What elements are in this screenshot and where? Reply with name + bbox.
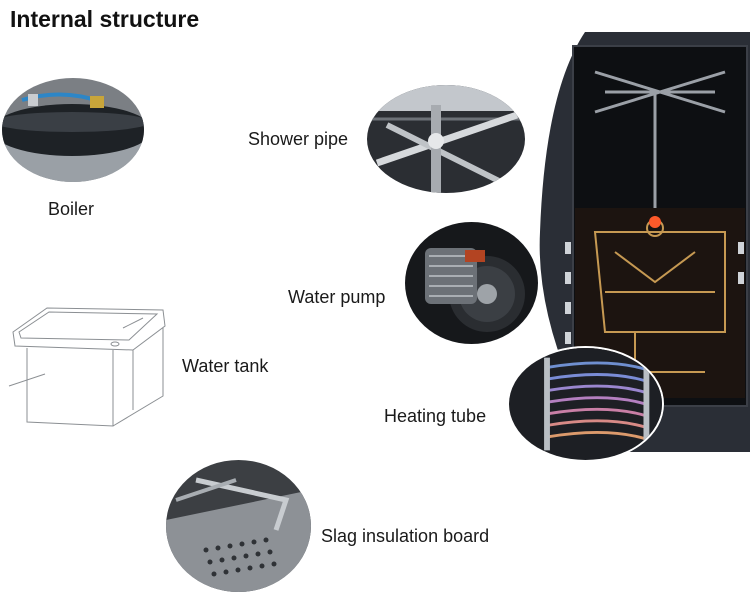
water-pump-image <box>405 222 538 344</box>
page-title: Internal structure <box>10 6 200 32</box>
heating-tube-label: Heating tube <box>384 406 487 426</box>
boiler-image <box>2 78 144 182</box>
water-tank-label: Water tank <box>182 356 269 376</box>
boiler-label: Boiler <box>48 199 95 219</box>
heating-tube-image <box>507 346 664 462</box>
slag-board-label: Slag insulation board <box>321 526 490 546</box>
shower-pipe-label: Shower pipe <box>248 129 349 149</box>
water-tank-drawing <box>5 300 170 435</box>
slag-board-image <box>166 460 311 592</box>
water-pump-label: Water pump <box>288 287 386 307</box>
shower-pipe-image <box>367 85 525 193</box>
